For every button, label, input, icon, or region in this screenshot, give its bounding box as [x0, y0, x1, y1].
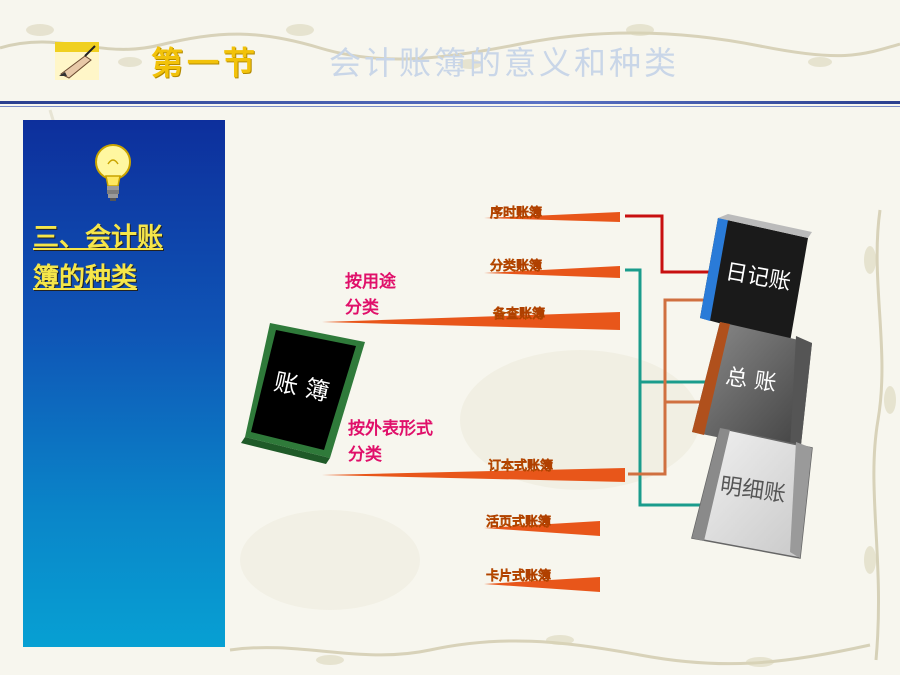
arrow-purpose-memo — [322, 312, 620, 330]
form-group-label-2: 分类 — [348, 444, 383, 465]
type-card: 卡片式账簿 — [486, 568, 551, 584]
title-divider — [0, 101, 900, 104]
subsidiary-ledger-book: 明细账 — [691, 427, 813, 559]
sidebar-panel: 三、会计账 簿的种类 — [23, 120, 225, 647]
section-heading: 三、会计账 簿的种类 — [33, 218, 223, 298]
section-heading-line2: 簿的种类 — [33, 263, 138, 293]
arrow-form-loose — [484, 521, 600, 536]
root-ledger-book: 账 簿 — [241, 323, 365, 464]
connector-journal — [625, 214, 712, 274]
arrow-purpose-journal — [484, 212, 620, 222]
type-memo: 备查账簿 — [492, 306, 545, 322]
general-ledger-book: 总 账 — [692, 322, 812, 454]
slide-title: 第一节 会计账簿的意义和种类 — [55, 38, 875, 88]
connector-classified — [625, 268, 716, 507]
form-group-label-1: 按外表形式 — [348, 418, 433, 439]
lightbulb-icon — [95, 144, 131, 201]
connector-bound — [628, 298, 718, 476]
purpose-group-label-2: 分类 — [345, 297, 380, 318]
section-label: 第一节 — [151, 44, 260, 82]
writing-hand-icon — [55, 42, 99, 80]
type-classified: 分类账簿 — [490, 258, 542, 274]
arrow-form-bound — [322, 468, 625, 482]
section-heading-line1: 三、会计账 — [33, 223, 164, 253]
type-loose-leaf: 活页式账簿 — [486, 514, 551, 530]
type-bound: 订本式账簿 — [488, 458, 553, 474]
purpose-group-label-1: 按用途 — [345, 271, 397, 292]
type-journal: 序时账簿 — [490, 205, 542, 221]
arrow-purpose-classified — [484, 266, 620, 278]
title-divider-thin — [0, 106, 900, 107]
page-title: 会计账簿的意义和种类 — [329, 44, 680, 82]
arrow-form-card — [484, 577, 600, 592]
journal-book: 日记账 — [700, 214, 812, 342]
